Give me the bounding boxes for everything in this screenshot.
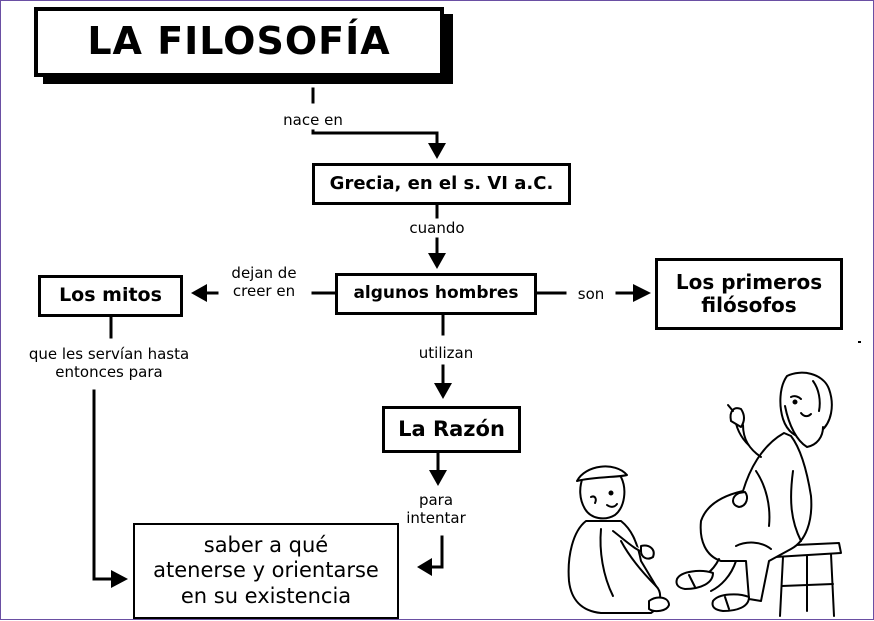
- connector-label-dejan-de-creer-en: dejan de creer en: [219, 264, 309, 300]
- label-line: que les servían hasta: [28, 345, 190, 363]
- connector-label-cuando: cuando: [397, 219, 477, 237]
- connector-label-para-intentar: para intentar: [399, 491, 473, 527]
- label-line: para: [418, 491, 454, 509]
- label-line: creer en: [232, 282, 296, 300]
- node-line: saber a qué: [203, 533, 329, 558]
- node-los-mitos: Los mitos: [38, 275, 183, 317]
- node-primeros-filosofos: Los primeros filósofos: [655, 258, 843, 330]
- label-line: dejan de: [231, 264, 297, 282]
- connector-label-utilizan: utilizan: [401, 344, 491, 362]
- node-line: atenerse y orientarse: [153, 558, 379, 583]
- label-line: entonces para: [55, 363, 163, 381]
- node-line: en su existencia: [180, 583, 352, 608]
- node-line: Los primeros: [675, 270, 823, 294]
- stray-dot: [858, 341, 861, 343]
- node-algunos-hombres: algunos hombres: [335, 273, 537, 315]
- label-line: intentar: [406, 509, 466, 527]
- connector-label-nace-en: nace en: [273, 111, 353, 129]
- node-la-razon: La Razón: [382, 406, 521, 453]
- node-line: filósofos: [701, 293, 797, 317]
- node-saber: saber a qué atenerse y orientarse en su …: [133, 523, 399, 619]
- node-grecia: Grecia, en el s. VI a.C.: [312, 163, 571, 205]
- connector-label-que-les-servian: que les servían hasta entonces para: [9, 345, 209, 381]
- page-title: LA FILOSOFÍA: [34, 7, 444, 77]
- connector-label-son: son: [571, 285, 611, 303]
